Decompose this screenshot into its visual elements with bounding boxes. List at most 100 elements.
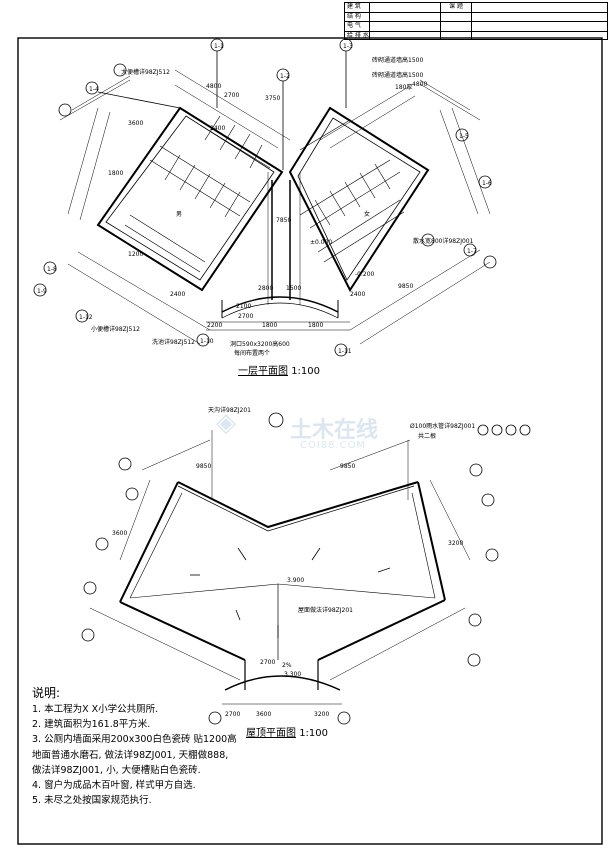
label-elev-in: ±0.000 [310,239,332,246]
roof-ridge-top [177,481,419,529]
watermark-url: COI88.COM [300,440,367,451]
label-thickness: 180厚 [395,84,412,91]
dim-10: 1800 [262,322,277,329]
dim-12: 2200 [207,322,222,329]
label-elev-out: -0.200 [355,271,375,278]
title-block: 建 筑 课 题 结 构 电 气 给 排 水 [344,2,608,40]
plan2-labels: 天沟详98ZJ201 Ø100雨水管详98ZJ001 共二根 屋面做法详98ZJ… [112,406,475,718]
note-item: 1. 本工程为X X小学公共厕所. [32,704,159,715]
label-door-note: 洞口590x3200高600 [230,340,290,348]
label-small-urinal: 小便槽详98ZJ512 [91,325,140,333]
roof-dim-1: 9850 [196,463,211,470]
roof-dim-6: 2700 [225,711,240,718]
dim-19: 2800 [258,285,273,292]
tb-label-plumb: 给 排 水 [347,31,370,40]
slope-marks [190,547,391,638]
label-urinal-left: 大便槽详98ZJ512 [121,68,170,76]
label-washbasin: 洗池详98ZJ512 [152,338,195,346]
watermark-text: 土木在线 [290,418,379,443]
axis-1-5: 1-5 [459,133,469,140]
dim-3: 2700 [224,92,239,99]
left-wing-walls [96,106,284,292]
label-elev-top2: 3.300 [284,671,301,678]
axis-1-4: 1-4 [89,86,99,93]
axis-1-9: 1-9 [37,288,47,295]
roof-plan [81,412,531,725]
note-item: 3. 公厕内墙面采用200x300白色瓷砖 贴1200高 [32,734,237,746]
watermark-icon: ◈ [216,408,236,438]
axis-1-7: 1-7 [467,248,477,255]
right-stalls [299,119,405,263]
note-item: 2. 建筑面积为161.8平方米. [32,719,151,731]
dim-5: 1200 [128,251,143,258]
roof-dimension-lines [89,430,471,705]
axis-1-12: 1-12 [79,314,93,321]
dim-1: 4800 [206,83,221,90]
plan2-title: 屋顶平面图 [246,728,296,739]
axis-1-3: 1-3 [343,43,353,50]
design-notes: 说明: 1. 本工程为X X小学公共厕所. 2. 建筑面积为161.8平方米. … [32,686,292,808]
label-roof-method: 屋面做法详98ZJ201 [298,606,353,614]
label-vent-2: 砖砌通道墙高1500 [372,71,423,79]
ground-floor-plan [33,38,497,357]
plan2-scale: 1:100 [299,728,329,739]
label-women: 女 [364,210,370,218]
plan1-labels: 大便槽详98ZJ512 砖砌通道墙高1500 砖砌通道墙高1500 180厚 散… [37,43,492,357]
axis-1-2: 1-2 [280,73,290,80]
label-drain: 散水宽800详98ZJ001 [413,237,474,245]
label-gutter: 天沟详98ZJ201 [208,406,251,414]
tb-label-topic: 课 题 [441,3,472,12]
dim-9: 2100 [236,303,251,310]
label-men: 男 [176,211,182,218]
label-door-note2: 每间布置两个 [234,349,270,357]
label-downpipe: Ø100雨水管详98ZJ001 [410,422,475,430]
note-item: 5. 未尽之处按国家规范执行. [32,795,152,807]
notes-heading: 说明: [32,686,61,700]
dim-18: 1500 [286,285,301,292]
dim-14: 2400 [170,291,185,298]
dim-13: 1800 [308,322,323,329]
dim-16: 9850 [398,283,413,290]
label-slope: 2% [282,662,292,669]
dim-8: 1800 [108,170,123,177]
sheet-border [17,37,603,845]
dim-15: 2400 [350,291,365,298]
right-wing-walls [288,106,430,292]
dim-4: 2400 [210,125,225,132]
roof-dim-3: 3600 [256,711,271,718]
note-item: 4. 窗户为成品木百叶窗, 样式甲方自选. [32,780,196,792]
plan1-scale: 1:100 [291,366,321,377]
dim-17: 7850 [276,217,291,224]
tb-label-elec: 电 气 [345,22,370,31]
left-stalls [124,115,271,273]
roof-dim-8: 3200 [448,540,463,547]
roof-dim-5: 2700 [260,659,275,666]
tb-label-struct: 结 构 [345,12,370,21]
axis-1-8: 1-8 [47,266,57,273]
roof-dim-4: 3600 [112,530,127,537]
roof-dim-7: 3200 [314,711,329,718]
label-vent-1: 砖砌通道墙高1500 [372,56,423,64]
tb-label-arch: 建 筑 [345,3,370,12]
label-downpipe-count: 共二根 [418,432,436,440]
axis-1-11: 1-11 [338,348,352,355]
note-item: 做法详98ZJ001, 小, 大便槽贴白色瓷砖. [32,764,201,776]
plan1-caption: 一层平面图 1:100 [238,362,320,377]
axis-1-10: 1-10 [200,338,214,345]
axis-1-1: 1-1 [214,43,224,50]
note-item: 地面普通水磨石, 做法详98ZJ001, 天棚做888, [32,749,229,761]
dim-2: 3750 [265,95,280,102]
dim-11: 2700 [238,313,253,320]
plan2-caption: 屋顶平面图 1:100 [246,724,328,739]
axis-1-6: 1-6 [482,180,492,187]
watermark-logo: ◈ 土木在线 COI88.COM [216,408,416,458]
axis-bubbles [33,38,497,357]
dim-6: 3600 [128,120,143,127]
dim-7: 4800 [412,81,427,88]
plan1-title: 一层平面图 [238,366,288,377]
label-elev-top: 3.900 [287,577,304,584]
roof-dim-2: 9850 [340,463,355,470]
dimension-lines [59,69,491,345]
